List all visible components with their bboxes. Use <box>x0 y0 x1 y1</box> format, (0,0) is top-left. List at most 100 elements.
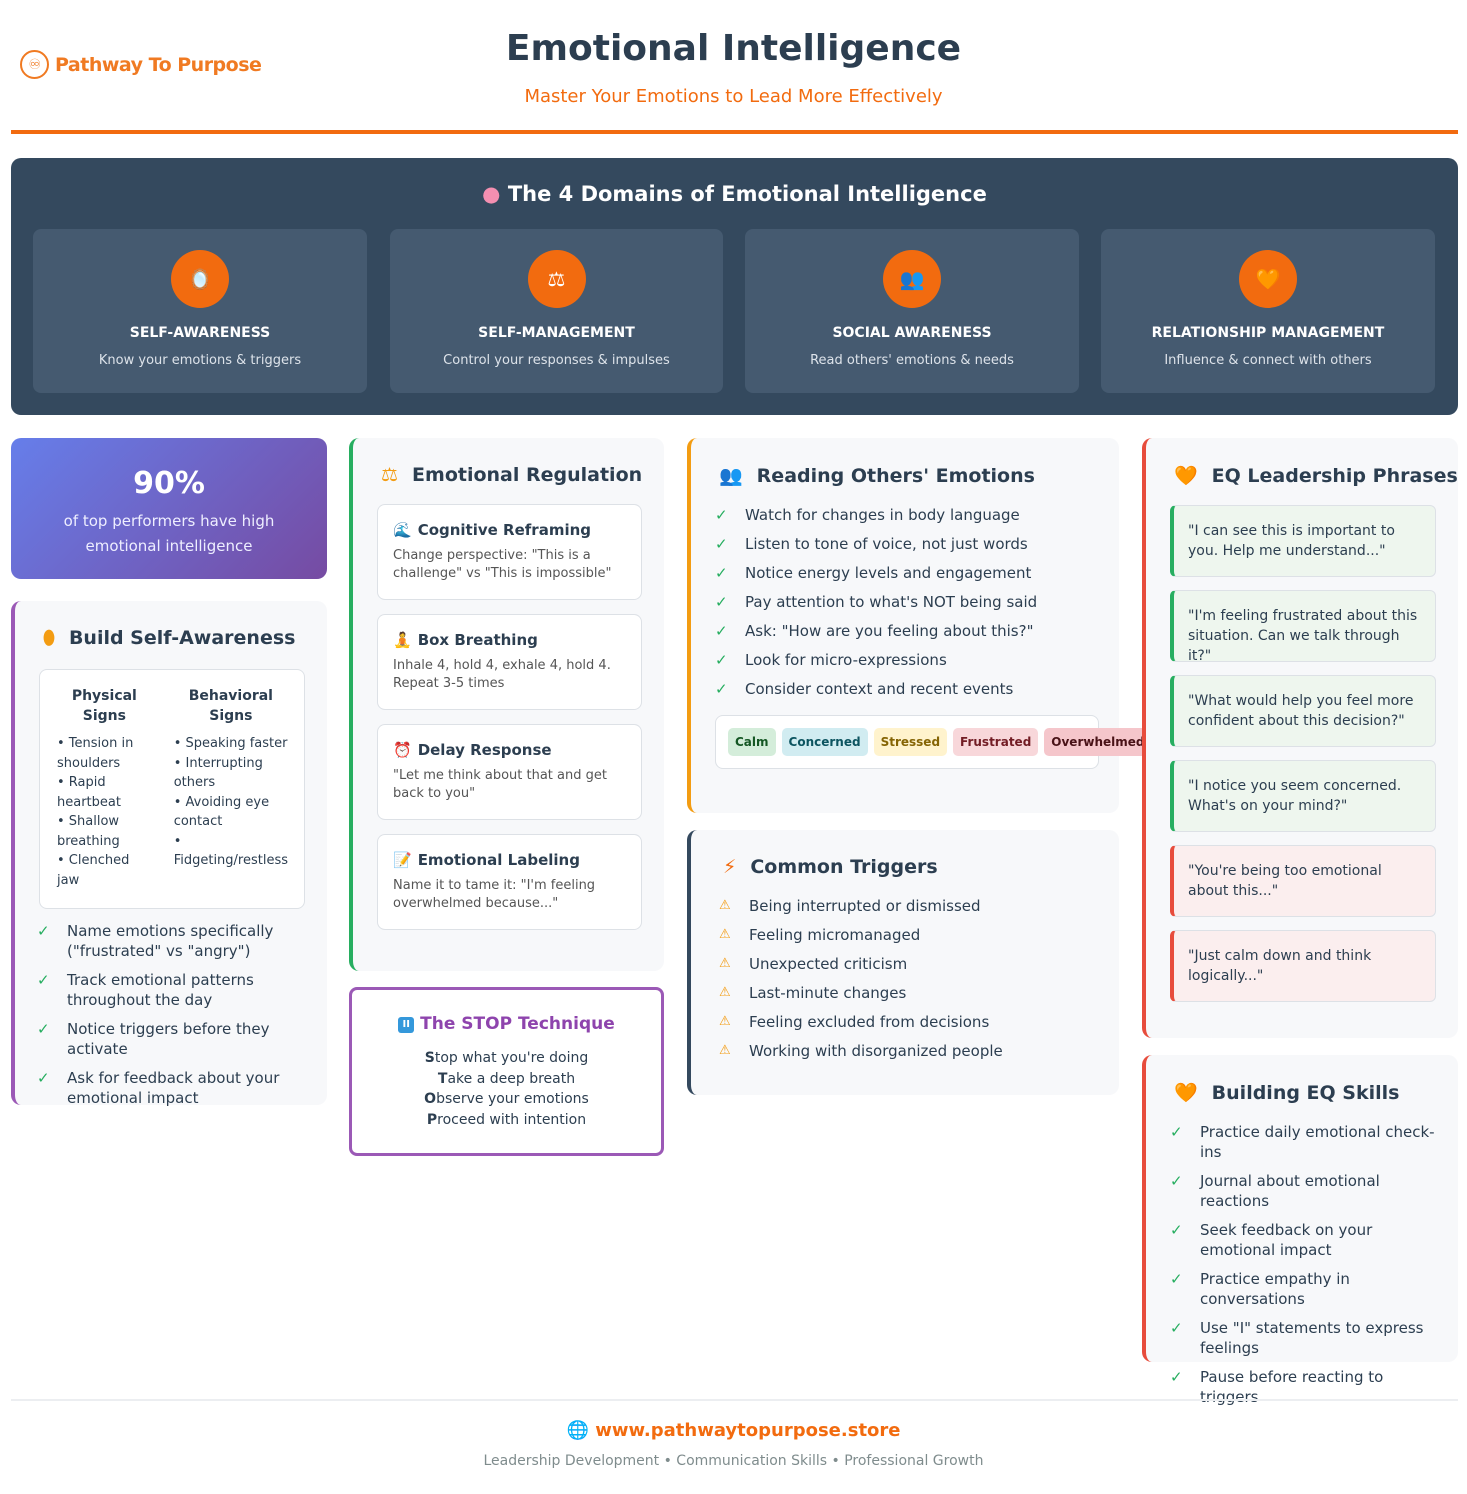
behavioral-signs-list: • Speaking faster • Interrupting others … <box>173 736 289 868</box>
emotion-level-pill: Concerned <box>781 728 868 756</box>
list-item: ✓Track emotional patterns throughout the… <box>37 971 254 1009</box>
heart-hands-icon: 🧡 <box>1239 250 1297 308</box>
emotion-level-pill: Frustrated <box>953 728 1039 756</box>
check-icon: ✓ <box>37 1069 50 1087</box>
stop-step: Stop what you're doing <box>424 1050 589 1066</box>
signs-box: Physical Signs• Tension in shoulders • R… <box>39 669 305 909</box>
check-icon: ✓ <box>37 971 50 989</box>
behavioral-signs-title: Behavioral Signs <box>188 688 273 724</box>
domains-panel: ● The 4 Domains of Emotional Intelligenc… <box>11 158 1458 415</box>
check-icon: ✓ <box>1170 1123 1183 1141</box>
list-item: ✓Ask for feedback about your emotional i… <box>37 1069 280 1107</box>
list-item: ✓Consider context and recent events <box>715 680 1014 698</box>
good-phrase: "I notice you seem concerned. What's on … <box>1170 760 1436 832</box>
list-item: ✓Look for micro-expressions <box>715 651 947 669</box>
alarm-clock-icon: ⏰ <box>393 741 412 759</box>
list-item: ✓Practice empathy in conversations <box>1170 1270 1350 1308</box>
emotion-level-pill: Overwhelmed <box>1044 728 1152 756</box>
meditation-icon: 🧘 <box>393 631 412 649</box>
heart-hands-icon: 🧡 <box>1174 465 1198 487</box>
logo[interactable]: ♾Pathway To Purpose <box>20 50 262 79</box>
list-item: ✓Notice energy levels and engagement <box>715 564 1032 582</box>
mirror-icon: ⬮ <box>43 627 55 649</box>
card-title: ⚖Emotional Regulation <box>381 464 643 486</box>
footer-divider <box>11 1399 1458 1401</box>
people-icon: 👥 <box>883 250 941 308</box>
stat-text: of top performers have high emotional in… <box>63 512 275 555</box>
pause-icon: II <box>398 1017 415 1033</box>
globe-icon: 🌐 <box>566 1420 589 1441</box>
warning-icon: ⚠ <box>719 1014 731 1029</box>
check-icon: ✓ <box>1170 1172 1183 1190</box>
list-item: ⚠Unexpected criticism <box>719 955 908 973</box>
check-icon: ✓ <box>1170 1270 1183 1288</box>
regulation-card: ⚖Emotional Regulation 🌊Cognitive Reframi… <box>349 438 664 971</box>
good-phrase: "What would help you feel more confident… <box>1170 675 1436 747</box>
list-item: ✓Ask: "How are you feeling about this?" <box>715 622 1034 640</box>
list-item: ⚠Feeling excluded from decisions <box>719 1013 990 1031</box>
good-phrase: "I'm feeling frustrated about this situa… <box>1170 590 1436 664</box>
page-subtitle: Master Your Emotions to Lead More Effect… <box>524 86 943 107</box>
check-icon: ✓ <box>1170 1368 1183 1386</box>
website-link[interactable]: www.pathwaytopurpose.store <box>595 1420 901 1441</box>
footer-tagline: Leadership Development • Communication S… <box>483 1453 984 1469</box>
check-icon: ✓ <box>715 564 728 582</box>
check-icon: ✓ <box>715 593 728 611</box>
warning-icon: ⚠ <box>719 956 731 971</box>
balance-scale-icon: ⚖ <box>381 464 399 486</box>
warning-icon: ⚠ <box>719 927 731 942</box>
memo-icon: 📝 <box>393 851 412 869</box>
check-icon: ✓ <box>37 922 50 940</box>
list-item: ✓Name emotions specifically ("frustrated… <box>37 922 274 960</box>
check-icon: ✓ <box>715 622 728 640</box>
card-title: 👥Reading Others' Emotions <box>719 464 1035 488</box>
warning-icon: ⚠ <box>719 898 731 913</box>
logo-text: Pathway To Purpose <box>55 53 262 76</box>
stat-card: 90% of top performers have high emotiona… <box>11 438 327 579</box>
mirror-icon: 🪞 <box>171 250 229 308</box>
page-title: Emotional Intelligence <box>505 28 962 69</box>
emotion-level-pill: Stressed <box>873 728 948 756</box>
header-divider <box>11 130 1458 134</box>
people-icon: 👥 <box>719 465 743 487</box>
list-item: ⚠Last-minute changes <box>719 984 907 1002</box>
common-triggers-card: ⚡Common Triggers ⚠Being interrupted or d… <box>687 830 1119 1095</box>
check-icon: ✓ <box>715 535 728 553</box>
check-icon: ✓ <box>715 506 728 524</box>
list-item: ✓Pay attention to what's NOT being said <box>715 593 1038 611</box>
list-item: ✓Watch for changes in body language <box>715 506 1020 524</box>
check-icon: ✓ <box>715 680 728 698</box>
stop-steps: Stop what you're doing Take a deep breat… <box>352 1048 661 1130</box>
list-item: ✓Notice triggers before they activate <box>37 1020 270 1058</box>
check-icon: ✓ <box>37 1020 50 1038</box>
list-item: ⚠Working with disorganized people <box>719 1042 1003 1060</box>
check-icon: ✓ <box>1170 1319 1183 1337</box>
card-title: 🧡EQ Leadership Phrases <box>1174 464 1458 488</box>
physical-signs-list: • Tension in shoulders • Rapid heartbeat… <box>57 736 134 888</box>
card-title: 🧡Building EQ Skills <box>1174 1081 1400 1105</box>
card-title: ⚡Common Triggers <box>723 856 938 878</box>
heart-hands-icon: 🧡 <box>1174 1082 1198 1104</box>
bad-phrase: "Just calm down and think logically..." <box>1170 930 1436 1002</box>
lightning-icon: ⚡ <box>723 856 737 878</box>
domains-title: ● The 4 Domains of Emotional Intelligenc… <box>482 182 987 206</box>
building-eq-card: 🧡Building EQ Skills ✓Practice daily emot… <box>1142 1055 1458 1406</box>
self-awareness-card: ⬮Build Self-Awareness Physical Signs• Te… <box>11 601 327 1107</box>
card-title: ⬮Build Self-Awareness <box>43 627 296 649</box>
warning-icon: ⚠ <box>719 1043 731 1058</box>
stat-value: 90% <box>133 466 205 501</box>
wave-icon: 🌊 <box>393 521 412 539</box>
stop-technique-card: II The STOP Technique Stop what you're d… <box>349 987 664 1156</box>
list-item: ⚠Being interrupted or dismissed <box>719 897 981 915</box>
footer-website[interactable]: 🌐 www.pathwaytopurpose.store <box>0 1420 1467 1441</box>
brain-icon: ● <box>482 182 501 206</box>
stop-step: Proceed with intention <box>426 1111 587 1128</box>
